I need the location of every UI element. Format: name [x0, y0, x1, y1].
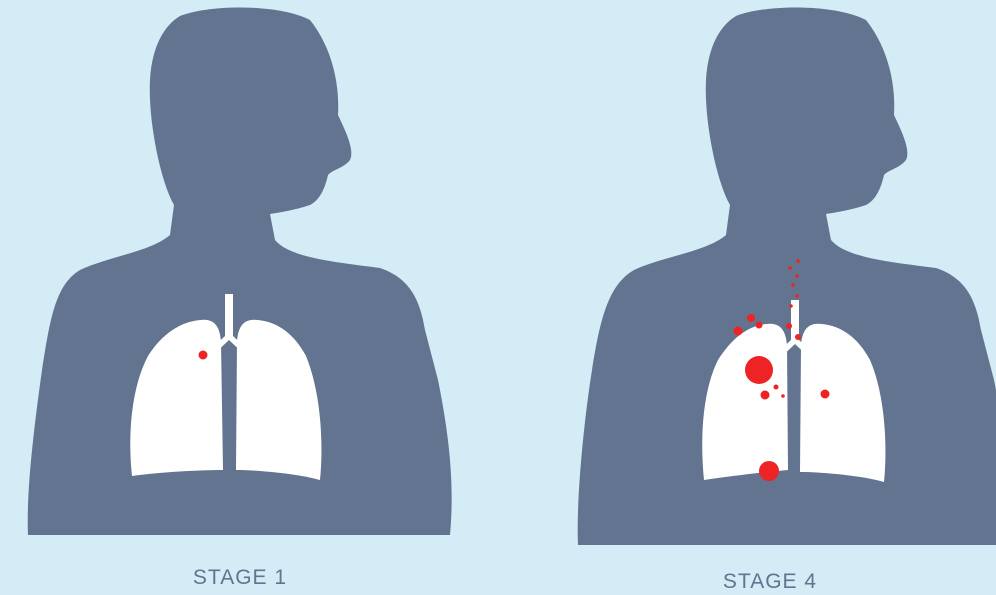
tumor	[745, 356, 773, 384]
stage-4-caption: STAGE 4	[690, 570, 850, 594]
tumor	[199, 351, 208, 360]
tumor	[761, 391, 770, 400]
tumor	[795, 294, 799, 298]
stage-1-illustration	[20, 0, 480, 545]
stage-1-figure: STAGE 1	[20, 0, 480, 595]
tumor	[747, 314, 755, 322]
tumor	[756, 322, 763, 329]
tumor	[795, 274, 799, 278]
stage-4-figure: STAGE 4	[560, 0, 996, 595]
tumor	[788, 266, 792, 270]
stage-1-caption: STAGE 1	[160, 566, 320, 590]
tumor	[791, 283, 795, 287]
stage-4-illustration	[560, 0, 996, 550]
tumor	[774, 385, 779, 390]
tumor	[821, 390, 830, 399]
tumor	[781, 394, 785, 398]
tumor	[759, 461, 779, 481]
tumor	[796, 259, 800, 263]
tumor	[734, 327, 743, 336]
tumor	[786, 323, 792, 329]
tumor	[795, 334, 801, 340]
tumor	[789, 304, 793, 308]
